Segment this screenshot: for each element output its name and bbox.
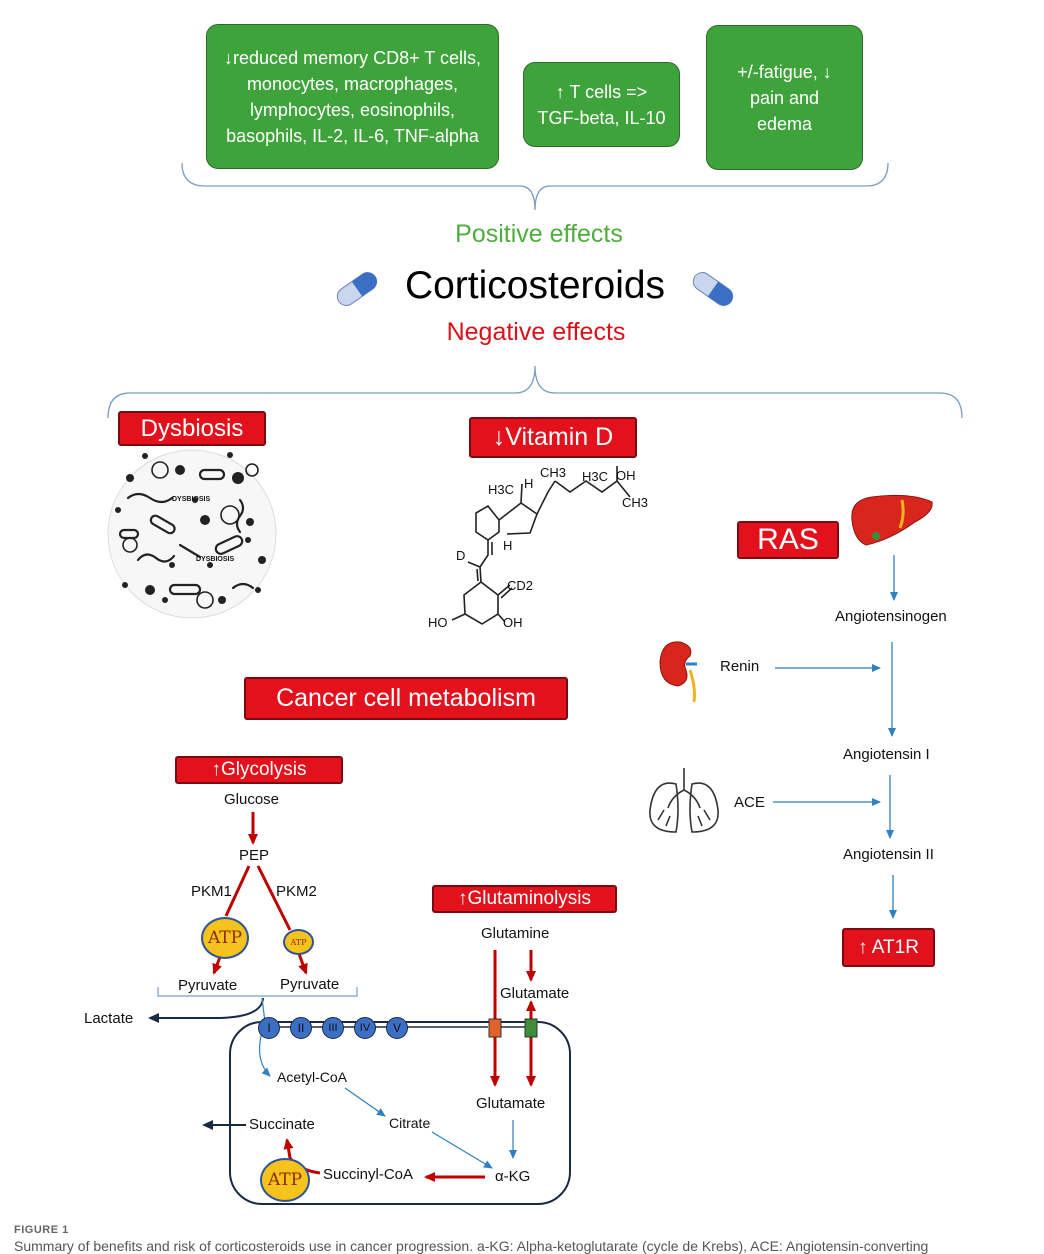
glucose-label: Glucose bbox=[224, 791, 280, 808]
atp-small-glycolysis-text: ATP bbox=[290, 937, 307, 947]
complex-ii: II bbox=[290, 1017, 312, 1039]
atp-small-glycolysis: ATP bbox=[283, 929, 314, 955]
lactate-label: Lactate bbox=[84, 1010, 134, 1027]
positive-box-immune: ↓reduced memory CD8+ T cells, monocytes,… bbox=[206, 24, 499, 169]
lungs-icon bbox=[649, 768, 719, 833]
positive-box-tcells-text: ↑ T cells => TGF-beta, IL-10 bbox=[537, 81, 666, 128]
vd-atom-h-top: H bbox=[524, 476, 534, 491]
capsule-icon-right bbox=[692, 272, 734, 306]
pyruvate-bracket bbox=[157, 987, 358, 997]
glutaminolysis-label: ↑Glutaminolysis bbox=[432, 885, 617, 913]
transporter-1 bbox=[488, 1018, 502, 1038]
glutamate-outside-label: Glutamate bbox=[500, 985, 570, 1002]
vitamin-d-structure bbox=[451, 466, 631, 625]
vd-atom-cd2: CD2 bbox=[507, 578, 534, 593]
alpha-kg-label: α-KG bbox=[495, 1168, 531, 1185]
cancer-metabolism-label-text: Cancer cell metabolism bbox=[276, 684, 536, 712]
positive-brace bbox=[181, 162, 889, 211]
glutamine-label: Glutamine bbox=[481, 925, 550, 942]
dysbiosis-label: Dysbiosis bbox=[118, 411, 266, 446]
at1r-label-text: ↑ AT1R bbox=[858, 936, 919, 958]
capsule-icon-left bbox=[336, 272, 378, 306]
positive-box-symptoms-text: +/-fatigue, ↓ pain and edema bbox=[737, 61, 832, 134]
ras-label-text: RAS bbox=[757, 523, 819, 556]
pyruvate-2-label: Pyruvate bbox=[280, 976, 340, 993]
pkm1-label: PKM1 bbox=[191, 883, 232, 900]
renin-label: Renin bbox=[720, 658, 760, 675]
vitamin-d-label-text: ↓Vitamin D bbox=[492, 423, 614, 451]
complex-i: I bbox=[258, 1017, 280, 1039]
vd-atom-h-bottom: H bbox=[503, 538, 513, 553]
vd-atom-h3c-right: H3C bbox=[582, 469, 609, 484]
figure-caption: Summary of benefits and risk of corticos… bbox=[14, 1238, 929, 1254]
kidney-icon bbox=[659, 641, 697, 703]
ras-label: RAS bbox=[737, 521, 839, 559]
citrate-label: Citrate bbox=[389, 1115, 431, 1131]
positive-box-symptoms: +/-fatigue, ↓ pain and edema bbox=[706, 25, 863, 170]
succinate-label: Succinate bbox=[249, 1116, 315, 1133]
vd-atom-ho: HO bbox=[428, 615, 448, 630]
negative-effects-heading: Negative effects bbox=[446, 318, 626, 346]
atp-large-glycolysis: ATP bbox=[201, 917, 249, 959]
vd-atom-ch3-top: CH3 bbox=[540, 465, 567, 480]
vd-atom-oh-bottom: OH bbox=[503, 615, 523, 630]
vd-atom-d: D bbox=[456, 548, 466, 563]
positive-effects-heading: Positive effects bbox=[455, 220, 623, 248]
complex-iv: IV bbox=[354, 1017, 376, 1039]
succinyl-coa-label: Succinyl-CoA bbox=[323, 1166, 414, 1183]
atp-large-glycolysis-text: ATP bbox=[207, 928, 243, 948]
acetyl-coa-label: Acetyl-CoA bbox=[277, 1069, 348, 1085]
vd-atom-h3c-left: H3C bbox=[488, 482, 515, 497]
vd-atom-oh-top: OH bbox=[616, 468, 636, 483]
negative-brace bbox=[107, 365, 963, 419]
respiratory-chain: I II III IV V bbox=[258, 1017, 408, 1039]
positive-box-immune-text: ↓reduced memory CD8+ T cells, monocytes,… bbox=[224, 47, 481, 146]
angiotensin-1-label: Angiotensin I bbox=[843, 746, 930, 763]
pkm2-label: PKM2 bbox=[276, 883, 317, 900]
glutaminolysis-label-text: ↑Glutaminolysis bbox=[457, 888, 592, 909]
atp-krebs-text: ATP bbox=[267, 1170, 303, 1190]
angiotensinogen-label: Angiotensinogen bbox=[835, 608, 947, 625]
glycolysis-label: ↑Glycolysis bbox=[175, 756, 343, 784]
complex-v: V bbox=[386, 1017, 408, 1039]
dysbiosis-illustration bbox=[107, 449, 277, 619]
pyruvate-1-label: Pyruvate bbox=[178, 977, 238, 994]
dysbiosis-label-text: Dysbiosis bbox=[140, 414, 244, 442]
atp-krebs: ATP bbox=[260, 1158, 310, 1202]
pep-label: PEP bbox=[239, 847, 270, 864]
vd-atom-ch3-right: CH3 bbox=[622, 495, 649, 510]
complex-iii: III bbox=[322, 1017, 344, 1039]
figure-label: FIGURE 1 bbox=[14, 1224, 69, 1236]
angiotensin-2-label: Angiotensin II bbox=[843, 846, 934, 863]
liver-icon bbox=[851, 494, 933, 546]
glutamate-inside-label: Glutamate bbox=[476, 1095, 546, 1112]
dysbiosis-image-text-2: DYSBIOSIS bbox=[196, 556, 235, 563]
corticosteroids-title: Corticosteroids bbox=[404, 264, 666, 307]
ace-label: ACE bbox=[734, 794, 765, 811]
at1r-label: ↑ AT1R bbox=[842, 928, 935, 967]
positive-box-tcells: ↑ T cells => TGF-beta, IL-10 bbox=[523, 62, 680, 147]
vitamin-d-label: ↓Vitamin D bbox=[469, 417, 637, 458]
dysbiosis-image-text-1: DYSBIOSIS bbox=[172, 496, 211, 503]
cancer-metabolism-label: Cancer cell metabolism bbox=[244, 677, 568, 720]
transporter-2 bbox=[524, 1018, 538, 1038]
glycolysis-label-text: ↑Glycolysis bbox=[211, 759, 307, 780]
